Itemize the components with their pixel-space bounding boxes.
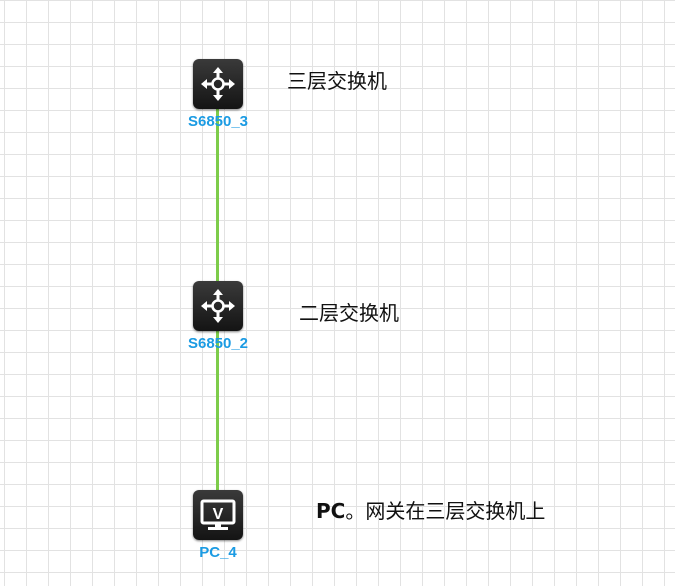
l3-switch-icon[interactable] — [193, 59, 243, 109]
node-label-pc-4: PC_4 — [199, 544, 237, 561]
annotation-l2-switch: 二层交换机 — [299, 301, 399, 325]
l2-switch-icon[interactable] — [193, 281, 243, 331]
node-label-s6850-2: S6850_2 — [187, 335, 249, 352]
node-pc-4[interactable]: V PC_4 — [178, 490, 258, 561]
annotation-pc-prefix: PC — [316, 499, 346, 523]
node-label-s6850-3: S6850_3 — [187, 113, 249, 130]
node-s6850-3[interactable]: S6850_3 — [178, 59, 258, 130]
link-s6850-2-to-pc-4[interactable] — [216, 328, 219, 494]
node-s6850-2[interactable]: S6850_2 — [178, 281, 258, 352]
pc-monitor-icon[interactable]: V — [193, 490, 243, 540]
pc-screen-glyph: V — [213, 506, 224, 523]
link-s6850-3-to-s6850-2[interactable] — [216, 106, 219, 284]
annotation-pc-gateway: PC。网关在三层交换机上 — [316, 495, 545, 524]
annotation-l3-switch: 三层交换机 — [287, 69, 387, 93]
annotation-pc-note: 。网关在三层交换机上 — [345, 499, 546, 523]
